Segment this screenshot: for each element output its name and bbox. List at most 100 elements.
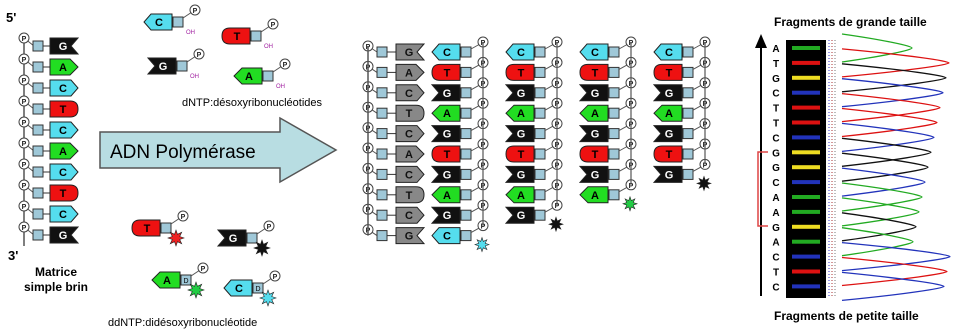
base-G (216, 229, 247, 247)
phosphate-label: P (22, 36, 27, 43)
phosphate-circle (197, 262, 209, 274)
sequence-letter-A: A (772, 193, 779, 204)
base-letter-C: C (405, 210, 413, 222)
gel-band (792, 269, 820, 274)
base-letter-G: G (443, 88, 452, 100)
fragment-nucleotide: GP (578, 158, 637, 183)
base-letter-A: A (591, 190, 599, 202)
base-T (431, 63, 461, 81)
gel-band (792, 105, 820, 110)
sugar-square (460, 168, 472, 180)
phosphate-circle (177, 210, 189, 222)
sugar-square (262, 70, 274, 82)
sequence-letter-C: C (772, 133, 779, 144)
template-nucleotide: CP (18, 116, 79, 139)
base-A (151, 271, 181, 289)
phosphate-label: P (197, 52, 202, 59)
dideoxy-marker-star (187, 281, 205, 299)
fragment-nucleotide: AP (431, 179, 489, 204)
base-letter-A: A (665, 108, 673, 120)
base-letter-G: G (517, 129, 526, 141)
sequence-letter-T: T (773, 104, 779, 115)
base-C (395, 165, 425, 183)
base-letter-G: G (405, 231, 414, 243)
chromatogram-peak (841, 78, 944, 108)
fragment-nucleotide: CP (653, 36, 711, 61)
sugar-square (376, 87, 388, 99)
base-T (653, 63, 683, 81)
base-letter-A: A (163, 275, 171, 287)
chromatogram-peak (841, 197, 920, 227)
sequence-letter-T: T (773, 119, 779, 130)
phosphate-label: P (193, 8, 198, 15)
phosphate-circle (269, 270, 281, 282)
chromatogram-peak (841, 152, 929, 182)
base-T (395, 186, 425, 204)
base-C (143, 13, 173, 31)
base-letter-C: C (443, 47, 451, 59)
gel-band (792, 239, 820, 244)
base-G (430, 165, 461, 183)
fragment-nucleotide: AP (505, 97, 563, 122)
chromatogram-peak (841, 137, 932, 167)
fragment-nucleotide: AP (579, 97, 637, 122)
base-letter-C: C (155, 17, 163, 29)
gel-band (792, 120, 820, 125)
phosphate-circle (193, 48, 205, 60)
base-letter-G: G (591, 88, 600, 100)
sugar-square (460, 87, 472, 99)
synth-template-nucleotide: PA (362, 60, 425, 81)
fragment-nucleotide: TP (505, 138, 563, 163)
synth-fragment: CPTPGPAPGPTPGP (652, 36, 712, 192)
fragment-nucleotide: CP (431, 36, 489, 61)
fragment-nucleotide: GP (430, 158, 489, 183)
oh-label: OH (190, 74, 199, 80)
fragment-nucleotide: TP (505, 56, 563, 81)
chromatogram-peak (841, 227, 914, 257)
sugar-square (32, 40, 44, 52)
dideoxy-marker-star (259, 289, 277, 307)
fragment-nucleotide: TP (579, 138, 637, 163)
base-A (431, 104, 461, 122)
template-label-line2: simple brin (24, 280, 88, 294)
sugar-square (32, 229, 44, 241)
dideoxy-marker-star (167, 229, 185, 247)
base-T (221, 27, 251, 45)
base-letter-T: T (444, 149, 451, 161)
sugar-square (460, 230, 472, 242)
chromatogram (841, 33, 951, 302)
base-letter-G: G (517, 169, 526, 181)
polymerase-label: ADN Polymérase (110, 142, 256, 163)
base-C (505, 43, 535, 61)
fragment-nucleotide: GP (504, 118, 563, 143)
fragment-nucleotide: GP (652, 118, 711, 143)
gel-band (792, 165, 820, 170)
base-T (49, 100, 79, 118)
sugar-square (32, 208, 44, 220)
phosphate-circle (18, 95, 30, 107)
phosphate-label: P (201, 266, 206, 273)
sugar-square (682, 46, 694, 58)
chromatogram-peak (841, 256, 948, 287)
base-letter-G: G (591, 169, 600, 181)
base-A (505, 104, 535, 122)
fragment-nucleotide: GP (430, 118, 489, 143)
phosphate-label: P (481, 224, 486, 231)
base-T (505, 145, 535, 163)
phosphate-circle (18, 158, 30, 170)
phosphate-label: P (22, 120, 27, 127)
base-T (579, 145, 609, 163)
sugar-square (682, 87, 694, 99)
phosphate-label: P (267, 224, 272, 231)
gel-title-top: Fragments de grande taille (774, 15, 927, 29)
base-letter-C: C (59, 125, 67, 137)
fragment-nucleotide: TP (653, 56, 711, 81)
base-G (652, 84, 683, 102)
base-letter-C: C (405, 88, 413, 100)
base-letter-G: G (229, 233, 238, 245)
base-G (504, 165, 535, 183)
polymerase-arrow (99, 116, 338, 184)
ddntp-caption: ddNTP:didésoxyribonucléotide (108, 317, 257, 329)
